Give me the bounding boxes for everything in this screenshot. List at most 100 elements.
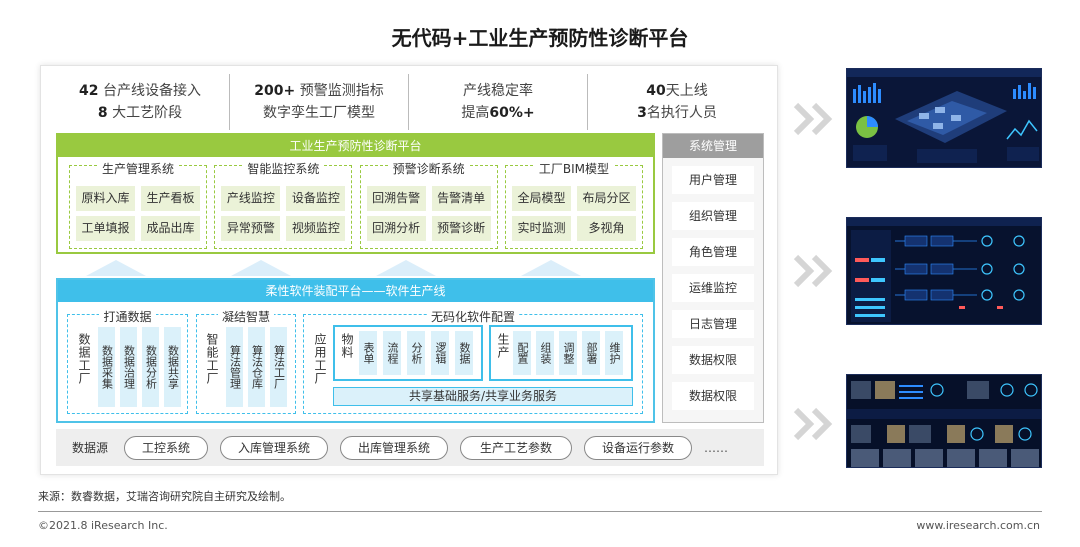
module-box: 视频监控 <box>286 216 346 241</box>
source-pill: 设备运行参数 <box>584 435 693 460</box>
production-item: 配置 <box>513 331 531 375</box>
website-url: www.iresearch.com.cn <box>916 519 1040 532</box>
module-box: 预警诊断 <box>431 216 491 241</box>
group-title: 智能监控系统 <box>243 162 324 176</box>
production-box: 生产 配置 组装 调整 部署 维护 <box>489 325 633 381</box>
group-data: 打通数据 数据工厂 数据采集 数据治理 数据分析 数据共享 <box>67 310 188 414</box>
data-module: 数据治理 <box>120 327 137 407</box>
group-bim-model: 工厂BIM模型 全局模型 布局分区 实时监测 多视角 <box>504 162 643 249</box>
group-title: 预警诊断系统 <box>388 162 469 176</box>
stat-text: 大工艺阶段 <box>107 105 183 121</box>
sys-item-logs: 日志管理 <box>672 310 754 338</box>
production-item: 部署 <box>582 331 600 375</box>
module-box: 设备监控 <box>286 186 346 211</box>
data-module: 数据共享 <box>164 327 181 407</box>
assembly-platform-panel: 柔性软件装配平台——软件生产线 打通数据 数据工厂 数据采集 数据治理 数据分析… <box>56 278 655 423</box>
smart-factory-label: 智能工厂 <box>205 333 219 385</box>
material-box: 物料 表单 流程 分析 逻辑 数据 <box>333 325 483 381</box>
double-chevron-icon <box>793 407 833 441</box>
data-module: 数据采集 <box>98 327 115 407</box>
stat-number: 42 <box>79 83 99 99</box>
stat-number: 200+ <box>254 83 296 99</box>
stat-number: 3 <box>637 105 647 121</box>
group-warning-diagnosis: 预警诊断系统 回溯告警 告警清单 回溯分析 预警诊断 <box>359 162 498 249</box>
module-box: 原料入库 <box>76 186 135 211</box>
source-pill: 入库管理系统 <box>220 435 329 460</box>
module-box: 回溯告警 <box>366 186 426 211</box>
double-chevron-icon <box>793 102 833 136</box>
double-chevron-icon <box>793 254 833 288</box>
stat-text: 数字孪生工厂模型 <box>263 105 375 121</box>
shared-services-bar: 共享基础服务/共享业务服务 <box>333 387 633 406</box>
material-item: 逻辑 <box>431 331 449 375</box>
algorithm-module: 算法管理 <box>226 327 243 407</box>
sys-item-data-perm: 数据权限 <box>672 346 754 374</box>
module-box: 成品出库 <box>141 216 200 241</box>
assembly-platform-header: 柔性软件装配平台——软件生产线 <box>58 280 653 302</box>
stat-stability: 产线稳定率 提高60%+ <box>409 74 588 130</box>
connector-arrows <box>86 260 581 276</box>
diagnosis-platform-header: 工业生产预防性诊断平台 <box>58 135 653 157</box>
group-wisdom: 凝结智慧 智能工厂 算法管理 算法仓库 算法工厂 <box>196 310 296 414</box>
module-box: 多视角 <box>576 216 636 241</box>
group-smart-monitoring: 智能监控系统 产线监控 设备监控 异常预警 视频监控 <box>214 162 353 249</box>
data-source-bar: 数据源 工控系统 入库管理系统 出库管理系统 生产工艺参数 设备运行参数 …… <box>56 429 764 466</box>
footer-divider <box>38 511 1042 512</box>
production-label: 生产 <box>496 333 510 359</box>
source-pill: 工控系统 <box>124 435 209 460</box>
group-title: 凝结智慧 <box>217 310 274 324</box>
production-item: 调整 <box>559 331 577 375</box>
material-item: 数据 <box>455 331 473 375</box>
module-box: 产线监控 <box>221 186 281 211</box>
dashboard-screenshot-bim <box>846 68 1042 168</box>
architecture-diagram: 42 台产线设备接入 8 大工艺阶段 200+ 预警监测指标 数字孪生工厂模型 … <box>40 65 778 475</box>
stat-launch: 40天上线 3名执行人员 <box>588 74 766 130</box>
module-box: 全局模型 <box>511 186 571 211</box>
material-item: 分析 <box>407 331 425 375</box>
module-box: 布局分区 <box>576 186 636 211</box>
stats-bar: 42 台产线设备接入 8 大工艺阶段 200+ 预警监测指标 数字孪生工厂模型 … <box>51 74 766 130</box>
data-module: 数据分析 <box>142 327 159 407</box>
group-title: 生产管理系统 <box>97 162 178 176</box>
data-source-label: 数据源 <box>72 441 109 455</box>
module-box: 告警清单 <box>431 186 491 211</box>
diagnosis-platform-panel: 工业生产预防性诊断平台 生产管理系统 原料入库 生产看板 工单填报 成品出库 智… <box>56 133 655 254</box>
stat-number: 8 <box>97 105 108 121</box>
stat-text: 产线稳定率 <box>463 83 533 99</box>
algorithm-module: 算法工厂 <box>270 327 287 407</box>
stat-text: 台产线设备接入 <box>98 83 201 99</box>
more-indicator: …… <box>704 440 729 455</box>
sys-item-users: 用户管理 <box>672 166 754 194</box>
module-box: 异常预警 <box>221 216 281 241</box>
sys-item-org: 组织管理 <box>672 202 754 230</box>
sys-item-roles: 角色管理 <box>672 238 754 266</box>
stat-number: 40 <box>646 83 666 99</box>
system-management-panel: 系统管理 用户管理 组织管理 角色管理 运维监控 日志管理 数据权限 数据权限 <box>662 133 764 423</box>
group-production-mgmt: 生产管理系统 原料入库 生产看板 工单填报 成品出库 <box>69 162 207 249</box>
group-nocode: 无码化软件配置 应用工厂 物料 表单 流程 分析 逻辑 数据 生产 配置 组装 … <box>303 310 643 414</box>
source-pill: 出库管理系统 <box>340 435 449 460</box>
dashboard-screenshot-flow <box>846 217 1042 325</box>
dashboard-screenshot-video <box>846 374 1042 468</box>
module-box: 工单填报 <box>76 216 135 241</box>
stat-text: 提高 <box>461 105 490 121</box>
stat-devices: 42 台产线设备接入 8 大工艺阶段 <box>51 74 230 130</box>
module-box: 生产看板 <box>141 186 200 211</box>
stat-number: 60%+ <box>489 105 535 121</box>
stat-text: 预警监测指标 <box>295 83 384 99</box>
algorithm-module: 算法仓库 <box>248 327 265 407</box>
production-item: 维护 <box>605 331 623 375</box>
module-box: 回溯分析 <box>366 216 426 241</box>
material-item: 表单 <box>359 331 377 375</box>
group-title: 工厂BIM模型 <box>534 162 614 176</box>
source-note: 来源：数睿数据，艾瑞咨询研究院自主研究及绘制。 <box>38 490 291 503</box>
material-item: 流程 <box>383 331 401 375</box>
app-factory-label: 应用工厂 <box>313 333 327 385</box>
stat-text: 名执行人员 <box>646 105 717 121</box>
stat-text: 天上线 <box>665 83 708 99</box>
sys-item-data-perm-2: 数据权限 <box>672 382 754 410</box>
sys-item-ops: 运维监控 <box>672 274 754 302</box>
group-title: 打通数据 <box>99 310 156 324</box>
copyright: ©2021.8 iResearch Inc. <box>38 519 168 532</box>
group-title: 无码化软件配置 <box>426 310 519 324</box>
